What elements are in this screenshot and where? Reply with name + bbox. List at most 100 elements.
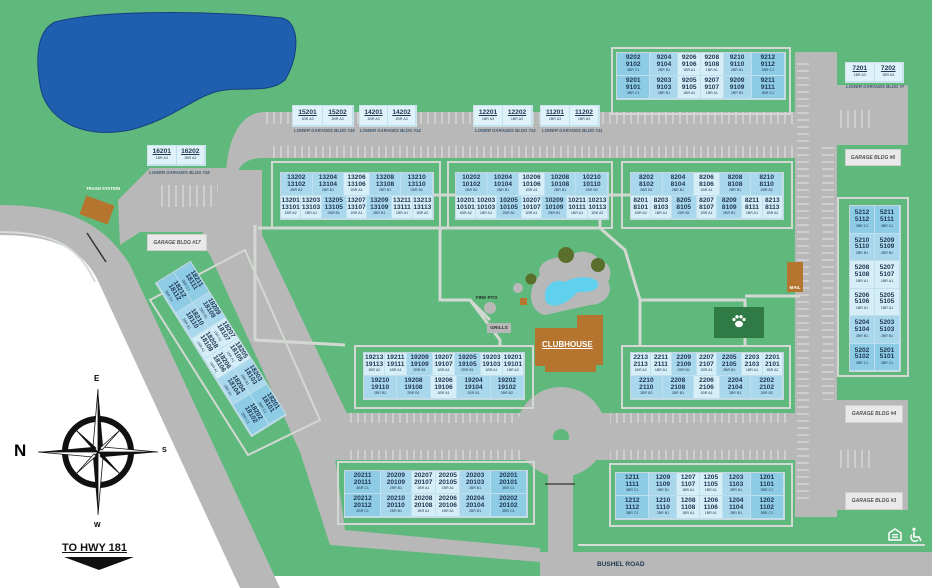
clubhouse-label[interactable]: CLUBHOUSE [542,340,593,349]
